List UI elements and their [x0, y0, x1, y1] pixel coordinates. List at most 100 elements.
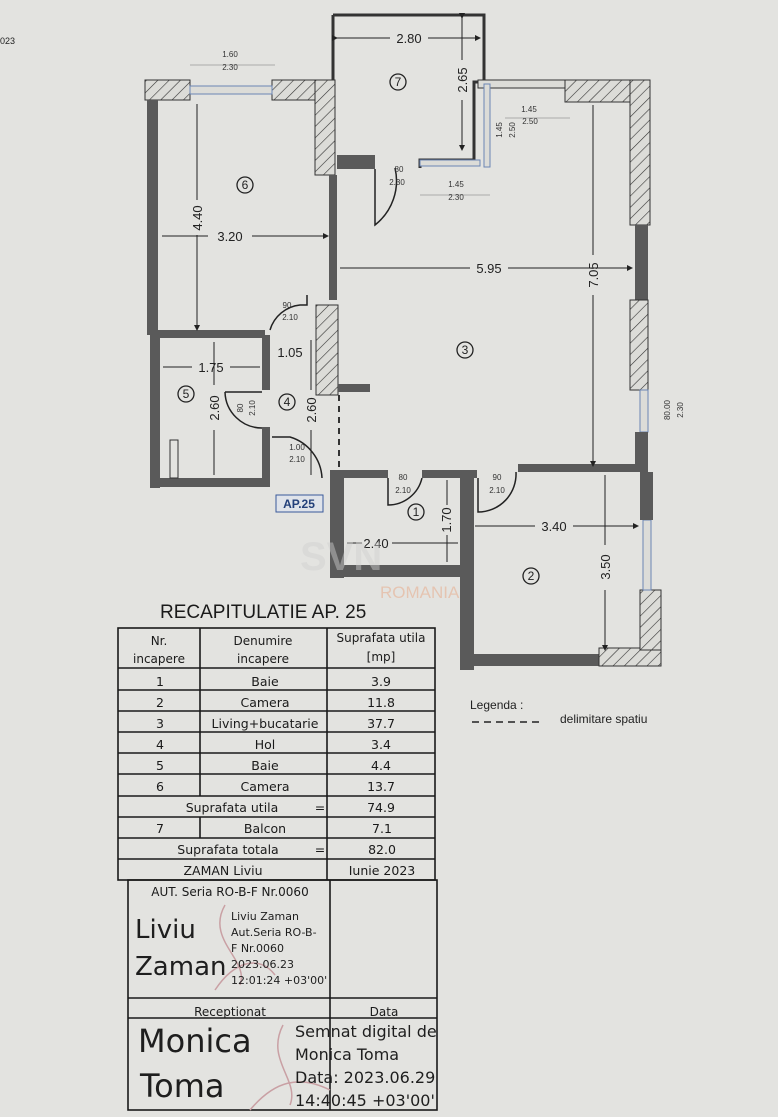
signature-line: Monica Toma — [295, 1045, 399, 1064]
table-cell-name: Baie — [251, 674, 279, 689]
door — [269, 295, 308, 331]
room-number: 2 — [528, 569, 535, 583]
dimension: 1.60 — [222, 50, 238, 59]
floor-plan: 1 2 3 4 5 6 7 2.80 2.65 4.40 3.20 5.95 7… — [144, 13, 685, 670]
dimension: 2.10 — [489, 486, 505, 495]
dimension: 5.95 — [476, 261, 501, 276]
table-cell-name: Hol — [255, 737, 276, 752]
window — [419, 159, 481, 167]
table-cell-name: Baie — [251, 758, 279, 773]
signature-line: Semnat digital de — [295, 1022, 437, 1041]
dimension: 2.30 — [389, 178, 405, 187]
window — [642, 519, 652, 591]
legend-dash-label: delimitare spatiu — [560, 712, 647, 726]
wall — [144, 79, 191, 101]
room-marker — [278, 393, 296, 411]
apartment-tag-label: AP.25 — [283, 497, 315, 511]
summary-table — [117, 627, 438, 1111]
door — [374, 167, 398, 227]
useful-area-label: Suprafata utila — [186, 800, 279, 815]
watermark: SVN ROMANIA — [300, 535, 460, 602]
dimension: 1.45 — [495, 122, 504, 138]
watermark-sub: ROMANIA — [380, 583, 460, 602]
wall — [629, 79, 651, 226]
signature-name: Monica — [138, 1022, 252, 1060]
window — [189, 85, 273, 95]
table-cell-nr: 5 — [156, 758, 164, 773]
dimension: 80.00 — [663, 399, 672, 420]
dimension: 2.30 — [222, 63, 238, 72]
dimension: 2.10 — [248, 400, 257, 416]
dimension: 90 — [493, 473, 502, 482]
door — [387, 477, 423, 506]
table-cell-area: 3.4 — [371, 737, 391, 752]
table-cell-nr: 2 — [156, 695, 164, 710]
room-number: 4 — [284, 395, 291, 409]
window — [483, 83, 491, 168]
dimension: 2.30 — [448, 193, 464, 202]
author-name: ZAMAN Liviu — [183, 863, 262, 878]
signature-name: Toma — [139, 1067, 224, 1105]
received-label: Receptionat — [194, 1005, 266, 1019]
dimension: 2.80 — [396, 31, 421, 46]
dimension: 2.65 — [455, 67, 470, 92]
room-marker — [389, 73, 407, 91]
column-header: Nr. — [151, 634, 168, 648]
dimension: 4.40 — [190, 205, 205, 230]
dimension: 80 — [395, 165, 404, 174]
summary-title: RECAPITULATIE AP. 25 — [160, 602, 366, 623]
table-cell-name: Living+bucatarie — [212, 716, 319, 731]
table-cell-nr: 4 — [156, 737, 164, 752]
signature-author: Liviu Zaman Liviu Zaman Aut.Seria RO-B- … — [135, 904, 327, 991]
dimension: 1.00 — [289, 443, 305, 452]
dimension: 1.75 — [198, 360, 223, 375]
total-area-value: 82.0 — [368, 842, 396, 857]
dimension: 2.10 — [289, 455, 305, 464]
table-cell-nr: 3 — [156, 716, 164, 731]
column-header: incapere — [133, 652, 185, 666]
dimension: 2.40 — [363, 536, 388, 551]
door — [224, 391, 263, 429]
apartment-tag — [275, 494, 324, 513]
legend-title: Legenda : — [470, 698, 523, 712]
corner-text: 023 — [0, 36, 15, 46]
signature-mark — [249, 1024, 331, 1111]
wall — [147, 100, 158, 335]
dimension: 2.60 — [207, 395, 222, 420]
room-number: 3 — [462, 343, 469, 357]
column-header: Suprafata utila — [337, 631, 426, 645]
signature-line: Data: 2023.06.29 — [295, 1068, 435, 1087]
dimension: 90 — [283, 301, 292, 310]
dimension: 2.50 — [508, 122, 517, 138]
table-cell-name: Camera — [240, 779, 289, 794]
useful-area-value: 74.9 — [367, 800, 395, 815]
dimension: 1.45 — [521, 105, 537, 114]
balcony-area: 7.1 — [372, 821, 392, 836]
dimension: 1.45 — [448, 180, 464, 189]
data-label: Data — [370, 1005, 399, 1019]
table-cell-area: 4.4 — [371, 758, 391, 773]
table-cell-area: 13.7 — [367, 779, 395, 794]
column-header: Denumire — [234, 634, 293, 648]
dimension: 2.10 — [395, 486, 411, 495]
dimension: 7.05 — [586, 262, 601, 287]
dimension: 2.60 — [304, 397, 319, 422]
room-number: 1 — [413, 505, 420, 519]
balcony-name: Balcon — [244, 821, 286, 836]
room-marker — [522, 567, 540, 585]
table-cell-nr: 6 — [156, 779, 164, 794]
room-marker — [177, 385, 195, 403]
table-cell-area: 37.7 — [367, 716, 395, 731]
dimension: 2.10 — [282, 313, 298, 322]
door — [477, 471, 517, 513]
dimension: 2.50 — [522, 117, 538, 126]
wall — [329, 175, 337, 300]
wall — [314, 79, 336, 176]
room-number: 5 — [183, 387, 190, 401]
wall — [337, 155, 375, 169]
table-cell-name: Camera — [240, 695, 289, 710]
equals-sign: = — [315, 842, 325, 857]
signature-line: 14:40:45 +03'00' — [295, 1091, 435, 1110]
column-header: [mp] — [367, 650, 396, 664]
